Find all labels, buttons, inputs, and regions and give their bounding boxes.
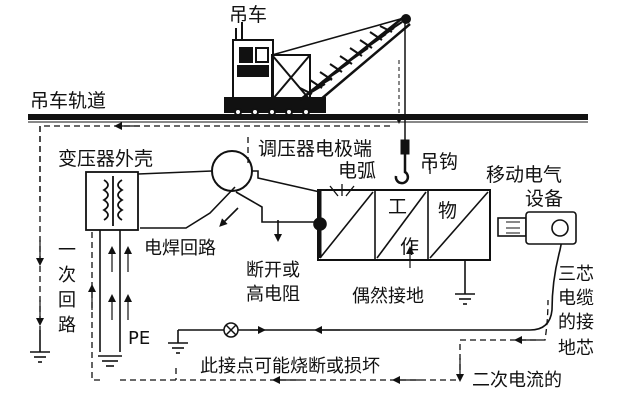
workpiece-char-2: 作	[400, 236, 420, 258]
mobile-equipment-label-line1: 移动电气	[486, 164, 563, 186]
regulator-electrode-label: 调压器电极端	[258, 138, 373, 160]
crane-illustration	[224, 14, 411, 116]
three-core-cable-line3: 的接	[558, 312, 594, 333]
open-or-high-resistance-line1: 断开或	[246, 260, 300, 281]
crane-label: 吊车	[229, 4, 268, 26]
crane-track-label: 吊车轨道	[30, 90, 107, 112]
open-or-high-resistance-line2: 高电阻	[246, 284, 300, 305]
secondary-current-label: 二次电流的	[472, 370, 562, 391]
transformer-shell	[85, 171, 139, 231]
contact-point-icon	[223, 322, 239, 338]
mobile-equipment-label-line2: 设备	[525, 188, 564, 210]
workpiece-char-1: 工	[388, 196, 408, 218]
regulator-icon	[211, 150, 253, 192]
three-core-cable-line4: 地芯	[558, 338, 594, 359]
workpiece-char-3: 物	[438, 200, 458, 222]
primary-circuit-label: 一次回路	[58, 240, 76, 336]
three-core-cable-line2: 电缆	[558, 288, 594, 309]
contact-may-burn-label: 此接点可能烧断或损坏	[200, 356, 380, 377]
three-core-cable-line1: 三芯	[558, 264, 594, 285]
circuit-wiring	[30, 170, 577, 367]
accidental-ground-label: 偶然接地	[352, 286, 424, 307]
welding-circuit-label: 电焊回路	[144, 238, 216, 259]
current-direction-arrows	[36, 122, 540, 384]
hook-label: 吊钩	[420, 151, 459, 173]
pe-label: PE	[128, 328, 151, 349]
transformer-shell-label: 变压器外壳	[58, 148, 154, 170]
arc-label: 电弧	[338, 160, 377, 182]
hook-cable	[394, 22, 410, 185]
